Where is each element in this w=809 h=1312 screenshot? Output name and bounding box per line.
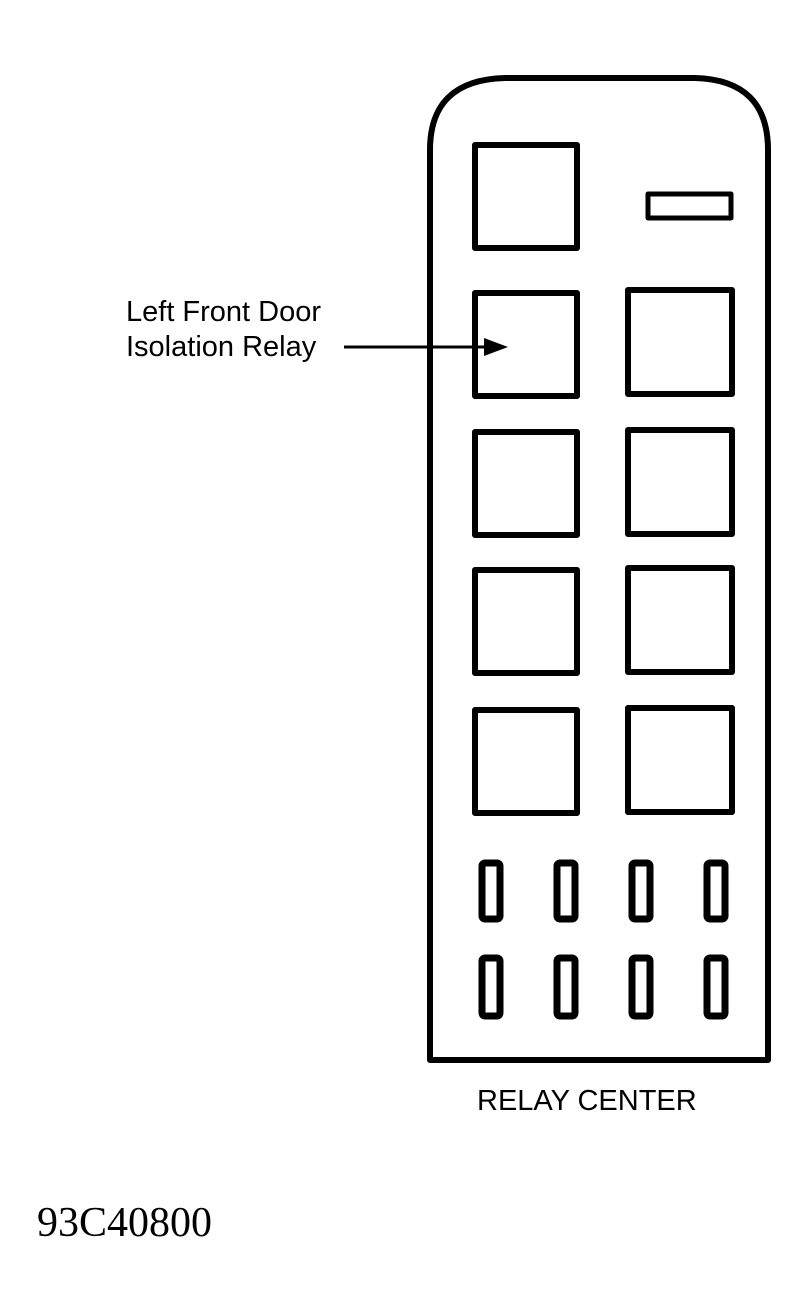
relay-slot-left-front-door-isolation: [472, 290, 580, 399]
callout-label-line2: Isolation Relay: [126, 331, 317, 363]
relay-center-caption: RELAY CENTER: [477, 1085, 697, 1117]
relay-slot-right-1: [625, 287, 735, 397]
callout-arrowhead: [484, 338, 508, 356]
relay-slot-right-3: [625, 565, 735, 675]
fuse-slot-3: [628, 859, 654, 923]
relay-slot-left-5: [472, 707, 580, 816]
figure-code: 93C40800: [37, 1200, 212, 1246]
callout-label-line1: Left Front Door: [126, 296, 321, 328]
relay-center-housing: [427, 75, 771, 1063]
fuse-slot-5: [478, 954, 504, 1020]
indicator-slot: [645, 191, 734, 221]
relay-slot-right-4: [625, 705, 735, 815]
fuse-slot-4: [703, 859, 729, 923]
fuse-slot-2: [553, 859, 579, 923]
fuse-slot-8: [703, 954, 729, 1020]
fuse-slot-7: [628, 954, 654, 1020]
fuse-slot-1: [478, 859, 504, 923]
relay-slot-left-4: [472, 567, 580, 676]
relay-slot-left-1: [472, 142, 580, 251]
fuse-slot-6: [553, 954, 579, 1020]
relay-slot-left-3: [472, 429, 580, 538]
relay-slot-right-2: [625, 427, 735, 537]
